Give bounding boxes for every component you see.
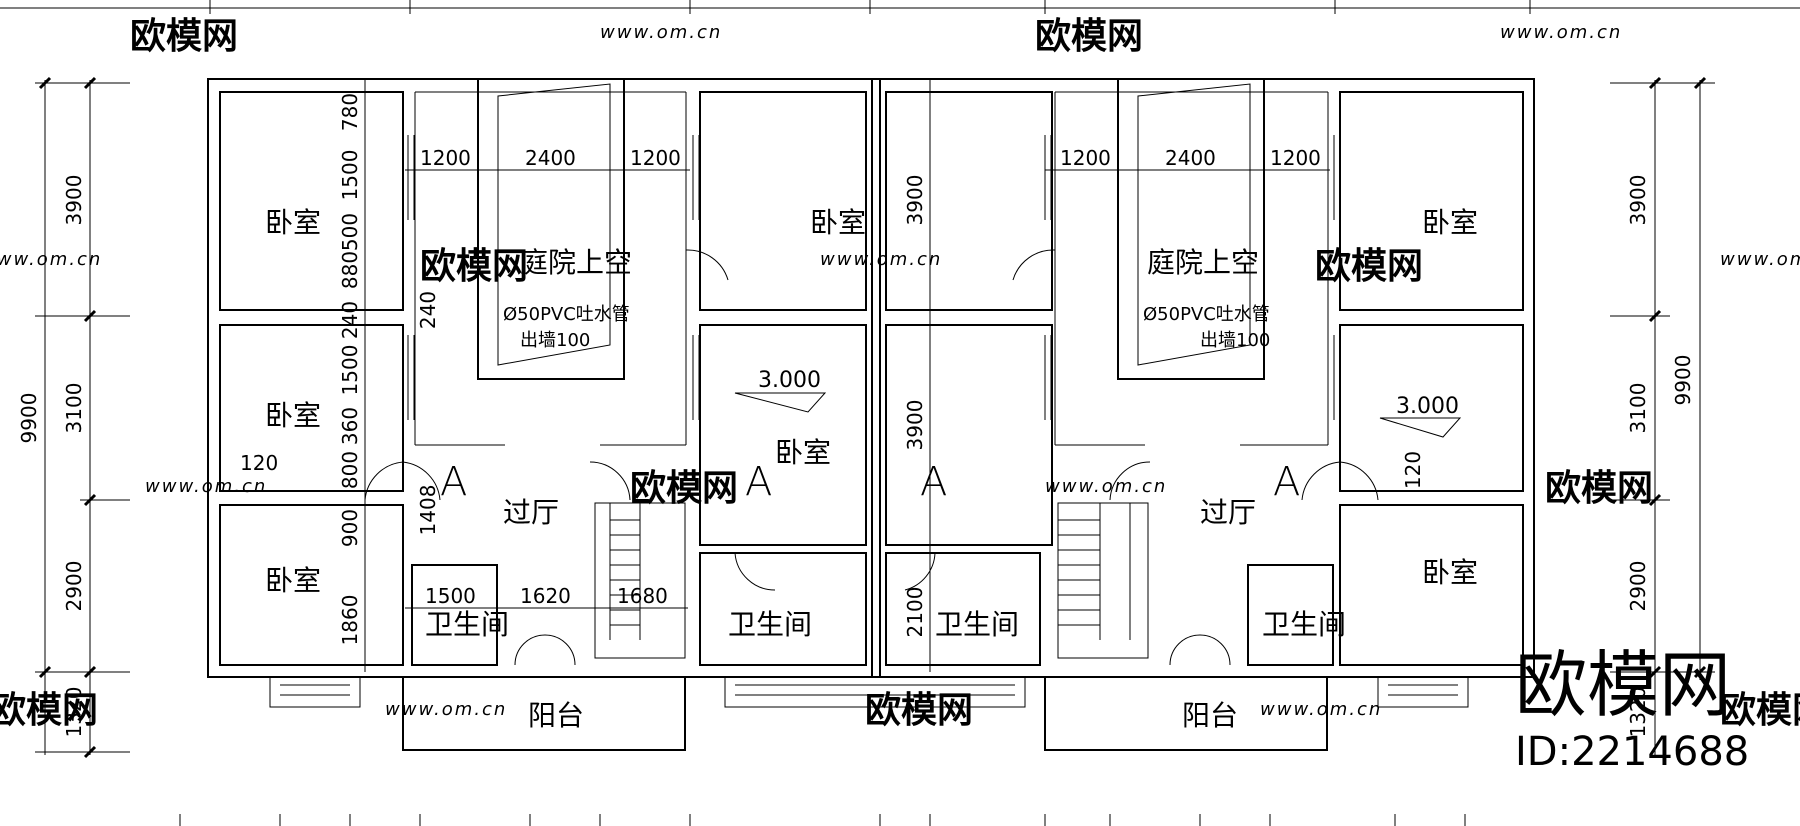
- dim-9900-right: 9900: [1671, 355, 1695, 406]
- level-marks: 3.000 3.000: [734, 368, 1462, 438]
- dim-120: 120: [1401, 451, 1425, 489]
- inner-dimensions-v: 780 1500 500 880 240 1500 360 800 900 18…: [338, 80, 1650, 737]
- watermark-brand: 欧模网: [420, 246, 528, 287]
- dim-1620: 1620: [520, 584, 571, 608]
- dim-1680: 1680: [617, 584, 668, 608]
- room-bathroom: 卫生间: [425, 608, 509, 641]
- pipe-note-line2: 出墙100: [1200, 330, 1270, 351]
- room-bedroom: 卧室: [265, 399, 321, 432]
- dim-120: 120: [240, 451, 278, 475]
- dim-3900-left: 3900: [62, 175, 86, 226]
- room-bedroom: 卧室: [1422, 556, 1478, 589]
- watermark-url: www.om.cn: [600, 22, 722, 43]
- room-bedroom: 卧室: [775, 436, 831, 469]
- svg-text:A: A: [440, 459, 467, 505]
- watermark-brand: 欧模网: [865, 690, 973, 731]
- dim-1200: 1200: [630, 146, 681, 170]
- brand-logo: 欧模网: [1515, 643, 1731, 727]
- watermark-brand: 欧模网: [1720, 690, 1800, 731]
- dim-2900-right: 2900: [1626, 561, 1650, 612]
- watermark-brand: 欧模网: [1035, 16, 1143, 57]
- room-labels: 卧室 卧室 卧室 卧室 卧室 卧室 卧室 庭院上空 庭院上空 过厅 过厅 卫生间…: [265, 206, 1478, 732]
- dim-500: 500: [338, 213, 362, 251]
- left-dimension-chain: 9900 3900 3100 2900 1320: [17, 76, 130, 759]
- watermark-url: www.om.cn: [0, 249, 102, 270]
- room-hall: 过厅: [503, 496, 559, 529]
- watermark-brand: 欧模网: [630, 468, 738, 509]
- watermark-url: www.om.cn: [1260, 699, 1382, 720]
- dim-2400: 2400: [1165, 146, 1216, 170]
- watermark-url: www.om.cn: [385, 699, 507, 720]
- dim-2900-left: 2900: [62, 561, 86, 612]
- watermark-brand: 欧模网: [130, 16, 238, 57]
- watermark-url: www.om.cn: [145, 476, 267, 497]
- dim-1320-left: 1320: [62, 687, 86, 738]
- room-balcony: 阳台: [528, 699, 584, 732]
- watermark-brand: 欧模网: [1315, 246, 1423, 287]
- dim-240: 240: [416, 291, 440, 329]
- dim-1200: 1200: [1060, 146, 1111, 170]
- room-bedroom: 卧室: [265, 564, 321, 597]
- watermark-brand: 欧模网: [0, 690, 98, 731]
- dim-1500: 1500: [338, 345, 362, 396]
- room-hall: 过厅: [1200, 496, 1256, 529]
- level-mark: 3.000: [1396, 394, 1459, 419]
- room-bathroom: 卫生间: [935, 608, 1019, 641]
- pipe-note-line1: Ø50PVC吐水管: [503, 304, 630, 325]
- dim-2400: 2400: [525, 146, 576, 170]
- inner-dimensions-h: 1200 2400 1200 1200 2400 1200 1500 1620 …: [240, 146, 1330, 609]
- watermark-url: www.om.cn: [1045, 476, 1167, 497]
- svg-text:A: A: [745, 459, 772, 505]
- right-dimension-chain: 3900 3100 2900 9900: [1610, 76, 1715, 755]
- dim-1408: 1408: [416, 485, 440, 536]
- stair-treads: [610, 519, 1100, 626]
- room-courtyard: 庭院上空: [1147, 246, 1259, 279]
- room-bedroom: 卧室: [265, 206, 321, 239]
- svg-text:A: A: [1273, 459, 1300, 505]
- dim-900: 900: [338, 509, 362, 547]
- level-mark: 3.000: [758, 368, 821, 393]
- watermark-url: www.om.cn: [1720, 249, 1800, 270]
- pipe-note-line2: 出墙100: [520, 330, 590, 351]
- dim-800: 800: [338, 451, 362, 489]
- watermark-layer: 欧模网 www.om.cn 欧模网 www.om.cn www.om.cn 欧模…: [0, 16, 1800, 731]
- room-balcony: 阳台: [1182, 699, 1238, 732]
- dim-3100-right: 3100: [1626, 383, 1650, 434]
- dim-3900-mid2: 3900: [903, 400, 927, 451]
- walls: [207, 78, 1535, 751]
- room-bedroom: 卧室: [810, 206, 866, 239]
- watermark-url: www.om.cn: [820, 249, 942, 270]
- dim-240: 240: [338, 301, 362, 339]
- svg-text:A: A: [920, 459, 947, 505]
- dim-360: 360: [338, 407, 362, 445]
- door-swings: [364, 249, 1379, 666]
- dim-1200: 1200: [1270, 146, 1321, 170]
- room-bathroom: 卫生间: [1262, 608, 1346, 641]
- dim-880: 880: [338, 251, 362, 289]
- dim-2100: 2100: [903, 587, 927, 638]
- pipe-notes: Ø50PVC吐水管 出墙100 Ø50PVC吐水管 出墙100: [503, 304, 1270, 351]
- room-courtyard: 庭院上空: [520, 246, 632, 279]
- watermark-url: www.om.cn: [1500, 22, 1622, 43]
- dim-3900-mid: 3900: [903, 175, 927, 226]
- dim-1860: 1860: [338, 595, 362, 646]
- dim-1320-right: 1320: [1626, 687, 1650, 738]
- section-marks: A A A A: [440, 459, 1300, 505]
- watermark-brand: 欧模网: [1545, 468, 1653, 509]
- room-bedroom: 卧室: [1422, 206, 1478, 239]
- pipe-note-line1: Ø50PVC吐水管: [1143, 304, 1270, 325]
- dim-1200: 1200: [420, 146, 471, 170]
- dim-780: 780: [338, 93, 362, 131]
- room-bathroom: 卫生间: [728, 608, 812, 641]
- brand-id: ID:2214688: [1515, 729, 1749, 775]
- dim-1500: 1500: [338, 150, 362, 201]
- brand-overlay: 欧模网 ID:2214688: [1515, 643, 1749, 775]
- dim-3900-right: 3900: [1626, 175, 1650, 226]
- dim-9900-left: 9900: [17, 393, 41, 444]
- dim-3100-left: 3100: [62, 383, 86, 434]
- windows: [269, 135, 1469, 708]
- dim-1500: 1500: [425, 584, 476, 608]
